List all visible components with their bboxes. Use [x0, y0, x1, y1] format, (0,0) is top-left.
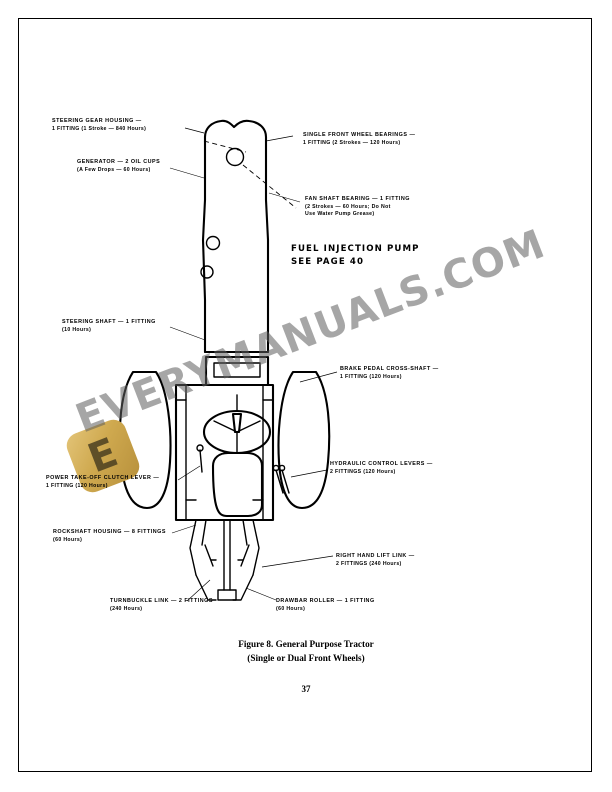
callout-line-2: (60 Hours)	[276, 605, 306, 612]
tractor-hood	[201, 119, 270, 354]
generator-oil-cup-point	[200, 265, 214, 279]
rockshaft-arm-right	[252, 519, 260, 576]
callout-line-2: (60 Hours)	[53, 536, 83, 543]
callout-drawbar-roller: DRAWBAR ROLLER — 1 FITTING (60 Hours)	[276, 598, 375, 613]
callout-line-2: (240 Hours)	[110, 605, 143, 612]
callout-line-1: DRAWBAR ROLLER — 1 FITTING	[276, 598, 375, 604]
callout-line-1: POWER TAKE-OFF CLUTCH LEVER —	[46, 475, 160, 481]
front-wheel-bearing-point	[225, 147, 245, 167]
callout-line-1: STEERING SHAFT — 1 FITTING	[62, 319, 156, 325]
callout-line-1: TURNBUCKLE LINK — 2 FITTINGS	[110, 598, 213, 604]
callout-hydraulic-control-levers: HYDRAULIC CONTROL LEVERS — 2 FITTINGS (1…	[330, 461, 433, 476]
callout-line-1: FAN SHAFT BEARING — 1 FITTING	[305, 196, 410, 202]
callout-line-2: 1 FITTING (120 Hours)	[340, 373, 402, 380]
figure-caption: Figure 8. General Purpose Tractor (Singl…	[0, 637, 612, 666]
callout-right-hand-lift-link: RIGHT HAND LIFT LINK — 2 FITTINGS (240 H…	[336, 553, 415, 568]
caption-line-1: Figure 8. General Purpose Tractor	[238, 639, 374, 649]
callout-line-1: ROCKSHAFT HOUSING — 8 FITTINGS	[53, 529, 166, 535]
callout-single-front-wheel-bearings: SINGLE FRONT WHEEL BEARINGS — 1 FITTING …	[303, 132, 415, 147]
callout-line-2: 1 FITTING (2 Strokes — 120 Hours)	[303, 139, 401, 146]
callout-line-2: (A Few Drops — 60 Hours)	[77, 166, 151, 173]
callout-line-1: RIGHT HAND LIFT LINK —	[336, 553, 415, 559]
callout-line-2: (10 Hours)	[62, 326, 92, 333]
callout-rockshaft-housing: ROCKSHAFT HOUSING — 8 FITTINGS (60 Hours…	[53, 529, 166, 544]
rockshaft-arm-left	[189, 519, 197, 576]
page-number: 37	[301, 684, 311, 694]
callout-line-2: 2 FITTINGS (120 Hours)	[330, 468, 396, 475]
pto-clutch-lever	[199, 449, 203, 473]
fuel-note-line-1: FUEL INJECTION PUMP	[291, 244, 420, 254]
right-rear-fender	[277, 370, 331, 510]
callout-line-1: HYDRAULIC CONTROL LEVERS —	[330, 461, 433, 467]
callout-generator: GENERATOR — 2 OIL CUPS (A Few Drops — 60…	[77, 159, 160, 174]
hydraulic-control-lever-2	[281, 469, 290, 494]
operator-seat	[211, 451, 264, 518]
fuel-injection-pump-note: FUEL INJECTION PUMP SEE PAGE 40	[291, 243, 420, 269]
drawbar	[217, 589, 237, 601]
callout-line-3: Use Water Pump Grease)	[305, 211, 375, 218]
callout-line-1: BRAKE PEDAL CROSS-SHAFT —	[340, 366, 439, 372]
page-border	[18, 18, 592, 772]
callout-line-1: STEERING GEAR HOUSING —	[52, 118, 142, 124]
callout-brake-pedal-cross-shaft: BRAKE PEDAL CROSS-SHAFT — 1 FITTING (120…	[340, 366, 439, 381]
callout-power-take-off-clutch-lever: POWER TAKE-OFF CLUTCH LEVER — 1 FITTING …	[46, 475, 159, 490]
callout-line-1: GENERATOR — 2 OIL CUPS	[77, 159, 161, 165]
callout-line-2: 1 FITTING (1 Stroke — 840 Hours)	[52, 125, 147, 132]
fan-shaft-bearing-point	[205, 235, 221, 251]
hydraulic-control-lever-1	[275, 469, 284, 494]
fuel-note-line-2: SEE PAGE 40	[291, 256, 365, 267]
callout-steering-shaft: STEERING SHAFT — 1 FITTING (10 Hours)	[62, 319, 156, 334]
callout-turnbuckle-link: TURNBUCKLE LINK — 2 FITTINGS (240 Hours)	[110, 598, 213, 613]
callout-line-1: SINGLE FRONT WHEEL BEARINGS —	[303, 132, 416, 138]
leader-lines	[169, 127, 338, 602]
caption-line-2: (Single or Dual Front Wheels)	[247, 653, 365, 664]
callout-steering-gear-housing: STEERING GEAR HOUSING — 1 FITTING (1 Str…	[52, 118, 146, 133]
left-lift-link	[195, 574, 217, 601]
callout-fan-shaft-bearing: FAN SHAFT BEARING — 1 FITTING (2 Strokes…	[305, 196, 410, 219]
callout-line-2: (2 Strokes — 60 Hours; Do Not	[305, 203, 391, 210]
callout-line-2: 2 FITTINGS (240 Hours)	[336, 560, 402, 567]
callout-line-2: 1 FITTING (120 Hours)	[46, 482, 108, 489]
